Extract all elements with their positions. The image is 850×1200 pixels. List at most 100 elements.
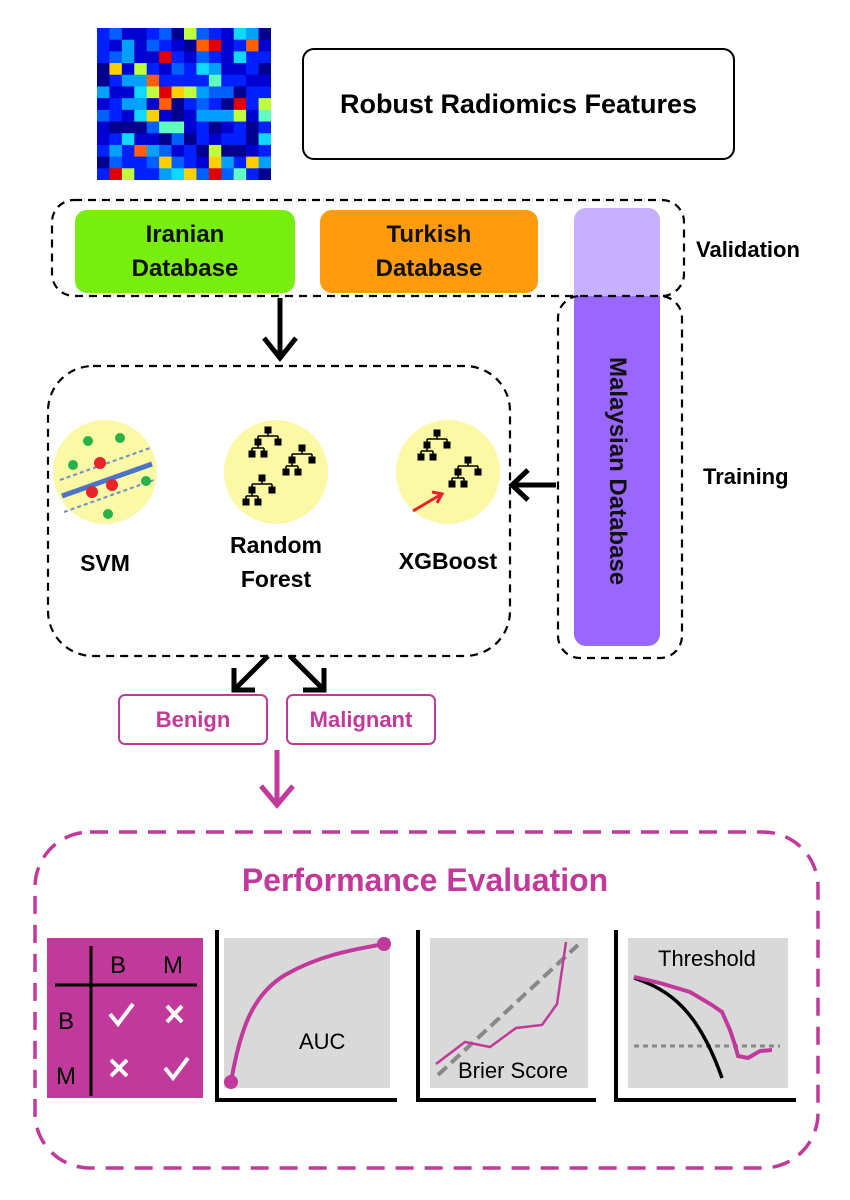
random-forest-icon (224, 420, 328, 524)
models-dashed-border (46, 364, 512, 658)
benign-box: Benign (118, 694, 268, 745)
heatmap-cell (233, 168, 247, 180)
cm-row-header-b: B (58, 1008, 75, 1035)
training-dashed-border (556, 294, 684, 660)
heatmap-cell (258, 156, 271, 169)
cross-icon (165, 1004, 184, 1024)
heatmap-cell (221, 156, 235, 169)
heatmap-cell (233, 74, 247, 87)
heatmap-cell (208, 133, 222, 146)
heatmap-cell (121, 133, 135, 146)
heatmap-cell (171, 121, 185, 134)
cross-icon (109, 1058, 129, 1078)
heatmap-cell (208, 121, 222, 134)
heatmap-cell (258, 168, 271, 180)
heatmap-cell (97, 156, 110, 169)
heatmap-cell (109, 28, 123, 41)
heatmap-cell (258, 144, 271, 158)
heatmap-cell (196, 109, 210, 123)
heatmap-cell (134, 63, 148, 76)
heatmap-cell (184, 51, 197, 64)
heatmap-cell (146, 121, 160, 134)
heatmap-cell (109, 168, 123, 180)
heatmap-cell (97, 28, 110, 41)
heatmap-cell (109, 74, 123, 87)
turkish-database: Turkish Database (320, 210, 538, 293)
heatmap-cell (134, 51, 148, 64)
heatmap-cell (121, 74, 135, 87)
heatmap-cell (246, 109, 260, 123)
cm-col-header-m: M (163, 952, 183, 979)
check-icon (108, 1002, 135, 1028)
heatmap-cell (246, 74, 260, 87)
heatmap-cell (246, 121, 260, 134)
xgboost-icon (396, 420, 500, 524)
heatmap-cell (121, 51, 135, 64)
tree-icon (417, 429, 451, 461)
heatmap-cell (184, 86, 197, 99)
heatmap-cell (134, 39, 148, 52)
heatmap-cell (134, 86, 148, 99)
heatmap-cell (184, 144, 197, 158)
heatmap-cell (97, 121, 110, 134)
heatmap-cell (121, 144, 135, 158)
training-label: Training (703, 464, 789, 489)
heatmap-cell (159, 109, 173, 123)
heatmap-cell (121, 168, 135, 180)
title-box: Robust Radiomics Features (302, 48, 735, 160)
heatmap-cell (171, 39, 185, 52)
heatmap-cell (184, 98, 197, 111)
heatmap-cell (184, 63, 197, 76)
heatmap-cell (208, 51, 222, 64)
heatmap-cell (221, 74, 235, 87)
heatmap-cell (221, 144, 235, 158)
heatmap-cell (146, 98, 160, 111)
heatmap-cell (146, 109, 160, 123)
heatmap-cell (171, 86, 185, 99)
heatmap-cell (146, 133, 160, 146)
heatmap-cell (208, 156, 222, 169)
heatmap-cell (121, 156, 135, 169)
heatmap-cell (159, 156, 173, 169)
tree-icon (282, 444, 316, 476)
heatmap-cell (97, 168, 110, 180)
heatmap-cell (233, 121, 247, 134)
heatmap-cell (221, 133, 235, 146)
heatmap-cell (246, 133, 260, 146)
heatmap-cell (246, 63, 260, 76)
random-forest-label: Random Forest (230, 532, 322, 592)
cm-row-header-m: M (56, 1063, 76, 1090)
validation-dashed-border (50, 198, 686, 298)
heatmap-cell (146, 51, 160, 64)
threshold-label: Threshold (658, 946, 756, 971)
heatmap-cell (233, 98, 247, 111)
heatmap-cell (159, 63, 173, 76)
heatmap-cell (159, 121, 173, 134)
heatmap-cell (233, 39, 247, 52)
heatmap-cell (221, 109, 235, 123)
radiomics-heatmap (97, 28, 271, 180)
heatmap-cell (246, 156, 260, 169)
heatmap-cell (171, 51, 185, 64)
heatmap-cell (109, 144, 123, 158)
heatmap-cell (121, 39, 135, 52)
heatmap-cell (146, 86, 160, 99)
heatmap-cell (159, 28, 173, 41)
heatmap-cell (159, 39, 173, 52)
heatmap-cell (196, 144, 210, 158)
heatmap-cell (208, 28, 222, 41)
heatmap-cell (233, 63, 247, 76)
auc-plot (215, 930, 397, 1102)
heatmap-cell (171, 144, 185, 158)
heatmap-cell (146, 74, 160, 87)
heatmap-cell (159, 86, 173, 99)
heatmap-cell (97, 86, 110, 99)
heatmap-cell (258, 28, 271, 41)
heatmap-cell (246, 86, 260, 99)
heatmap-cell (246, 168, 260, 180)
heatmap-cell (134, 156, 148, 169)
xgboost-label: XGBoost (398, 548, 498, 574)
heatmap-cell (109, 51, 123, 64)
heatmap-cell (258, 51, 271, 64)
